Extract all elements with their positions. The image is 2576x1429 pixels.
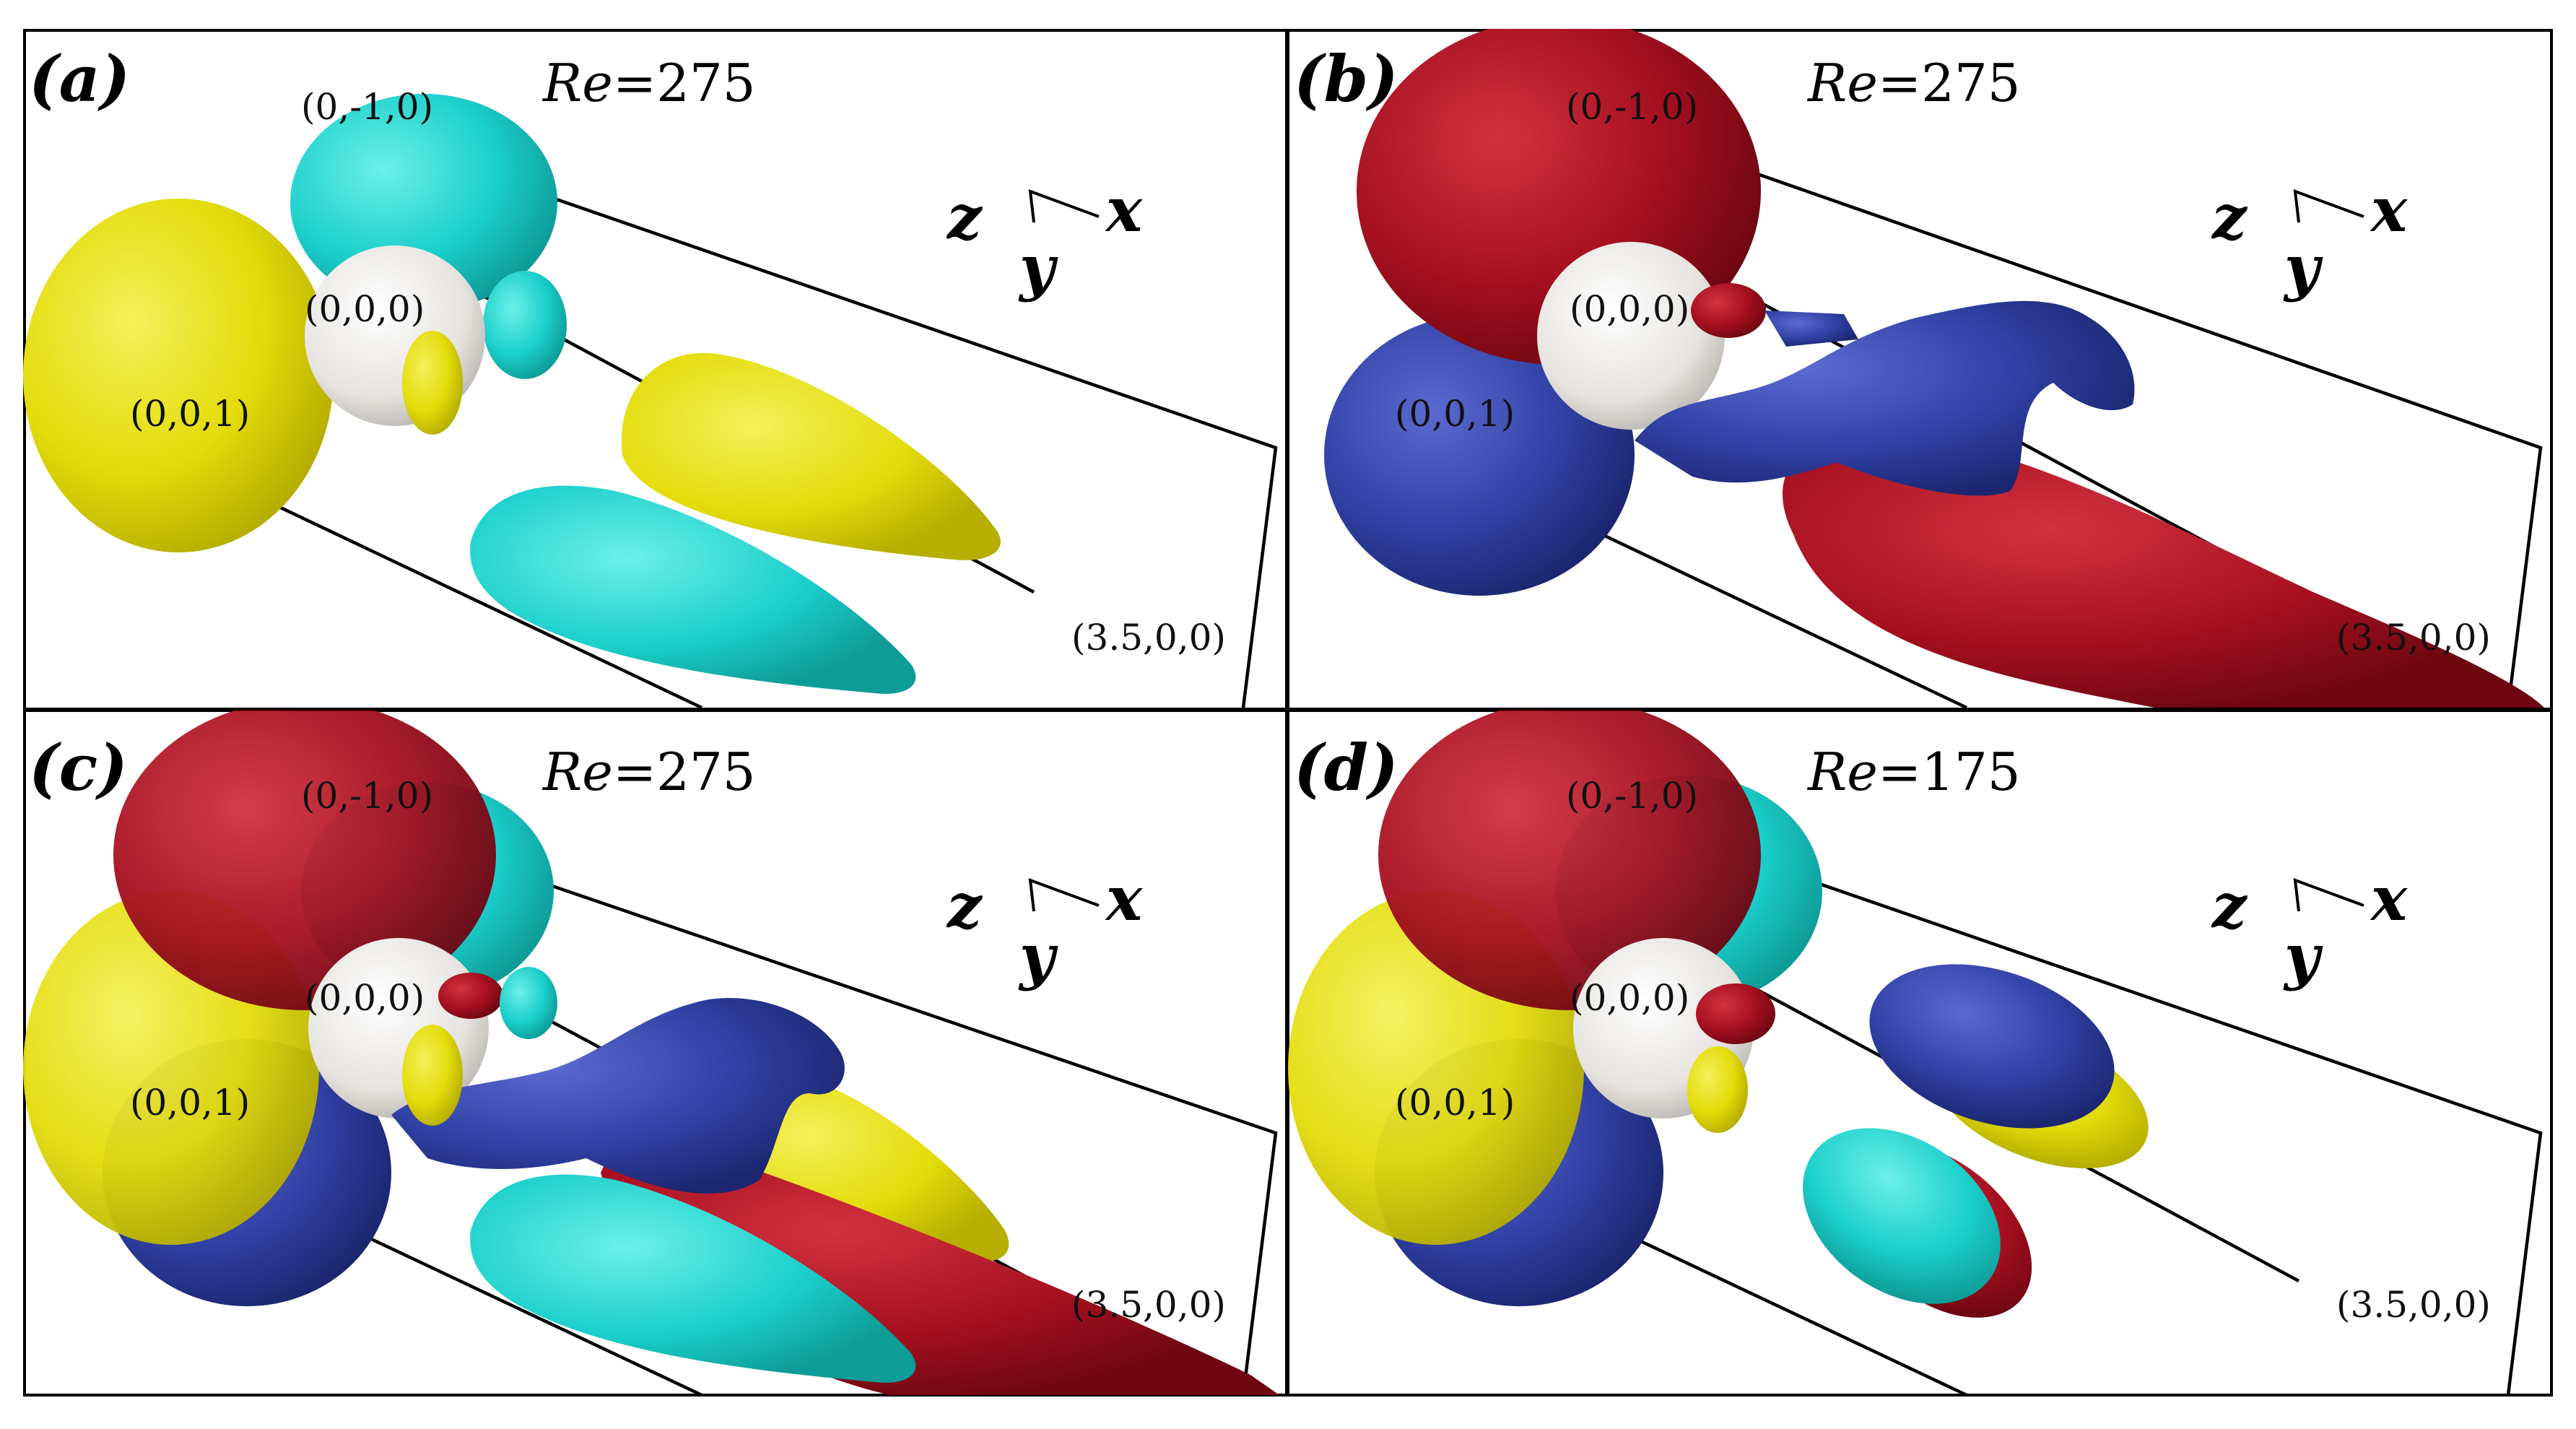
label-side: (0,0,1) <box>1395 393 1515 435</box>
red-lobe-top <box>1378 711 1761 1010</box>
axis-x: x <box>1105 863 1143 934</box>
axis-triad: z x y <box>946 174 1143 303</box>
panel-d: (d) Re=175 (0,-1,0) (0,0,0) (0,0,1) (3.5… <box>1288 711 2553 1397</box>
axis-z: z <box>2211 181 2248 253</box>
panel-b: (b) Re=275 (0,-1,0) (0,0,0) (0,0,1) (3.5… <box>1288 29 2553 711</box>
axis-x: x <box>2370 174 2408 246</box>
axis-z: z <box>2211 870 2248 942</box>
label-end: (3.5,0,0) <box>1071 1284 1226 1326</box>
axis-y: y <box>2283 232 2323 303</box>
axis-x: x <box>1105 174 1143 246</box>
axis-y: y <box>1018 921 1058 992</box>
blue-structure <box>1635 300 2135 496</box>
label-origin: (0,0,0) <box>1570 977 1689 1019</box>
axis-z: z <box>946 181 983 253</box>
red-lobe-top <box>113 711 496 1010</box>
axis-z: z <box>946 870 983 942</box>
axis-y: y <box>2283 921 2323 992</box>
blue-trail-lobe <box>1869 964 2115 1129</box>
reynolds-label: Re=275 <box>541 53 756 113</box>
yellow-small-lobe <box>402 1025 463 1126</box>
cyan-trail-lobe <box>1803 1128 2001 1304</box>
reynolds-label: Re=275 <box>541 742 756 802</box>
label-side: (0,0,1) <box>130 1082 250 1124</box>
label-end: (3.5,0,0) <box>2336 1284 2491 1326</box>
yellow-lobe-side <box>23 199 334 552</box>
label-end: (3.5,0,0) <box>1071 617 1226 659</box>
cyan-tail <box>470 485 916 694</box>
axis-y: y <box>1018 232 1058 303</box>
label-top: (0,-1,0) <box>301 86 433 128</box>
blue-structure <box>391 998 845 1194</box>
panel-frame <box>1288 711 2553 1397</box>
label-side: (0,0,1) <box>130 393 250 435</box>
panel-letter: (b) <box>1294 41 1398 116</box>
red-small-lobe <box>438 973 503 1019</box>
yellow-small-lobe <box>1687 1046 1748 1133</box>
panel-c: (c) Re=275 (0,-1,0) (0,0,0) (0,0,1) (3.5… <box>23 711 1288 1397</box>
label-side: (0,0,1) <box>1395 1082 1515 1124</box>
reynolds-label: Re=275 <box>1806 53 2021 113</box>
label-origin: (0,0,0) <box>1570 288 1689 330</box>
blue-arm <box>1765 310 1858 347</box>
panel-letter: (a) <box>29 41 130 116</box>
axis-triad: z x y <box>2211 863 2408 992</box>
red-small-lobe <box>1691 283 1766 338</box>
cyan-tail <box>470 1174 916 1383</box>
yellow-small-lobe <box>402 331 463 435</box>
axis-x: x <box>2370 863 2408 934</box>
label-top: (0,-1,0) <box>1566 775 1698 817</box>
panel-a: (a) Re=275 (0,-1,0) (0,0,0) (0,0,1) (3.5… <box>23 29 1288 711</box>
sphere <box>1537 242 1725 430</box>
panel-letter: (c) <box>29 730 128 805</box>
label-end: (3.5,0,0) <box>2336 617 2491 659</box>
label-top: (0,-1,0) <box>1566 86 1698 128</box>
label-origin: (0,0,0) <box>305 288 425 330</box>
red-small-lobe <box>1696 983 1775 1044</box>
reynolds-label: Re=175 <box>1806 742 2021 802</box>
cyan-small-lobe <box>500 967 557 1039</box>
yellow-tail <box>621 352 1001 560</box>
cyan-small-lobe <box>483 271 567 379</box>
axis-triad: z x y <box>2211 174 2408 303</box>
label-origin: (0,0,0) <box>305 977 425 1019</box>
panel-letter: (d) <box>1294 730 1398 805</box>
axis-triad: z x y <box>946 863 1143 992</box>
label-top: (0,-1,0) <box>301 775 433 817</box>
red-tail <box>1783 433 2544 708</box>
panel-frame <box>1288 29 2553 711</box>
